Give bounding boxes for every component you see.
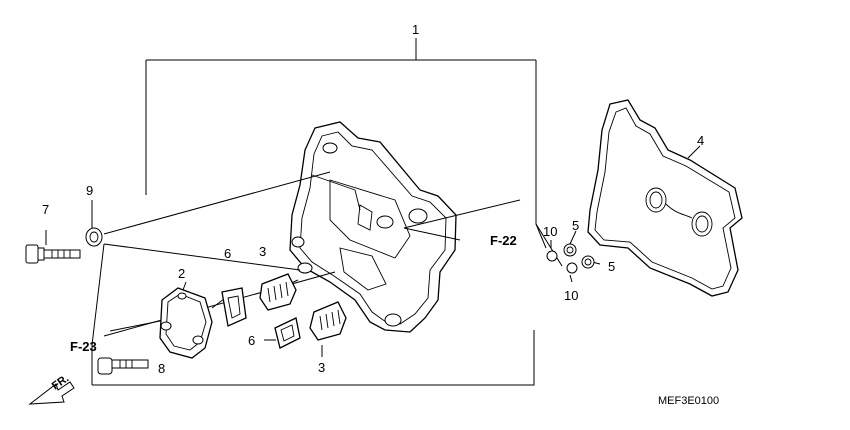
- callout-3-lower: 3: [318, 360, 325, 375]
- callout-6-lower: 6: [248, 333, 255, 348]
- assembly-bracket-1: [91, 38, 537, 386]
- ref-f23: F-23: [70, 339, 97, 354]
- breather-2: [159, 287, 213, 359]
- diagram-code: MEF3E0100: [658, 395, 719, 407]
- connector-3-upper: [259, 273, 297, 311]
- cylinder-head-cover: [289, 121, 457, 333]
- seal-6-upper: [221, 287, 247, 327]
- callout-10-upper: 10: [543, 224, 557, 239]
- front-arrow-icon: [28, 381, 75, 405]
- head-cover-gasket: [587, 99, 743, 297]
- washer-9: [85, 200, 103, 247]
- callout-9: 9: [86, 183, 93, 198]
- callout-5-upper: 5: [572, 218, 579, 233]
- seal-10-upper: [546, 250, 558, 262]
- seal-10-lower: [566, 262, 578, 274]
- callout-5-lower: 5: [608, 259, 615, 274]
- callout-8: 8: [158, 361, 165, 376]
- callout-10-lower: 10: [564, 288, 578, 303]
- connector-3-lower: [309, 301, 347, 341]
- ref-f22: F-22: [490, 233, 517, 248]
- callout-1: 1: [412, 22, 419, 37]
- callout-6-upper: 6: [224, 246, 231, 261]
- callout-2: 2: [178, 266, 185, 281]
- seal-5-upper: [563, 243, 577, 257]
- bolt-7: [25, 230, 81, 264]
- bolt-8: [97, 357, 149, 375]
- seal-5-lower: [581, 255, 595, 269]
- callout-4: 4: [697, 133, 704, 148]
- callout-7: 7: [42, 202, 49, 217]
- callout-3-upper: 3: [259, 244, 266, 259]
- seal-6-lower: [274, 317, 301, 349]
